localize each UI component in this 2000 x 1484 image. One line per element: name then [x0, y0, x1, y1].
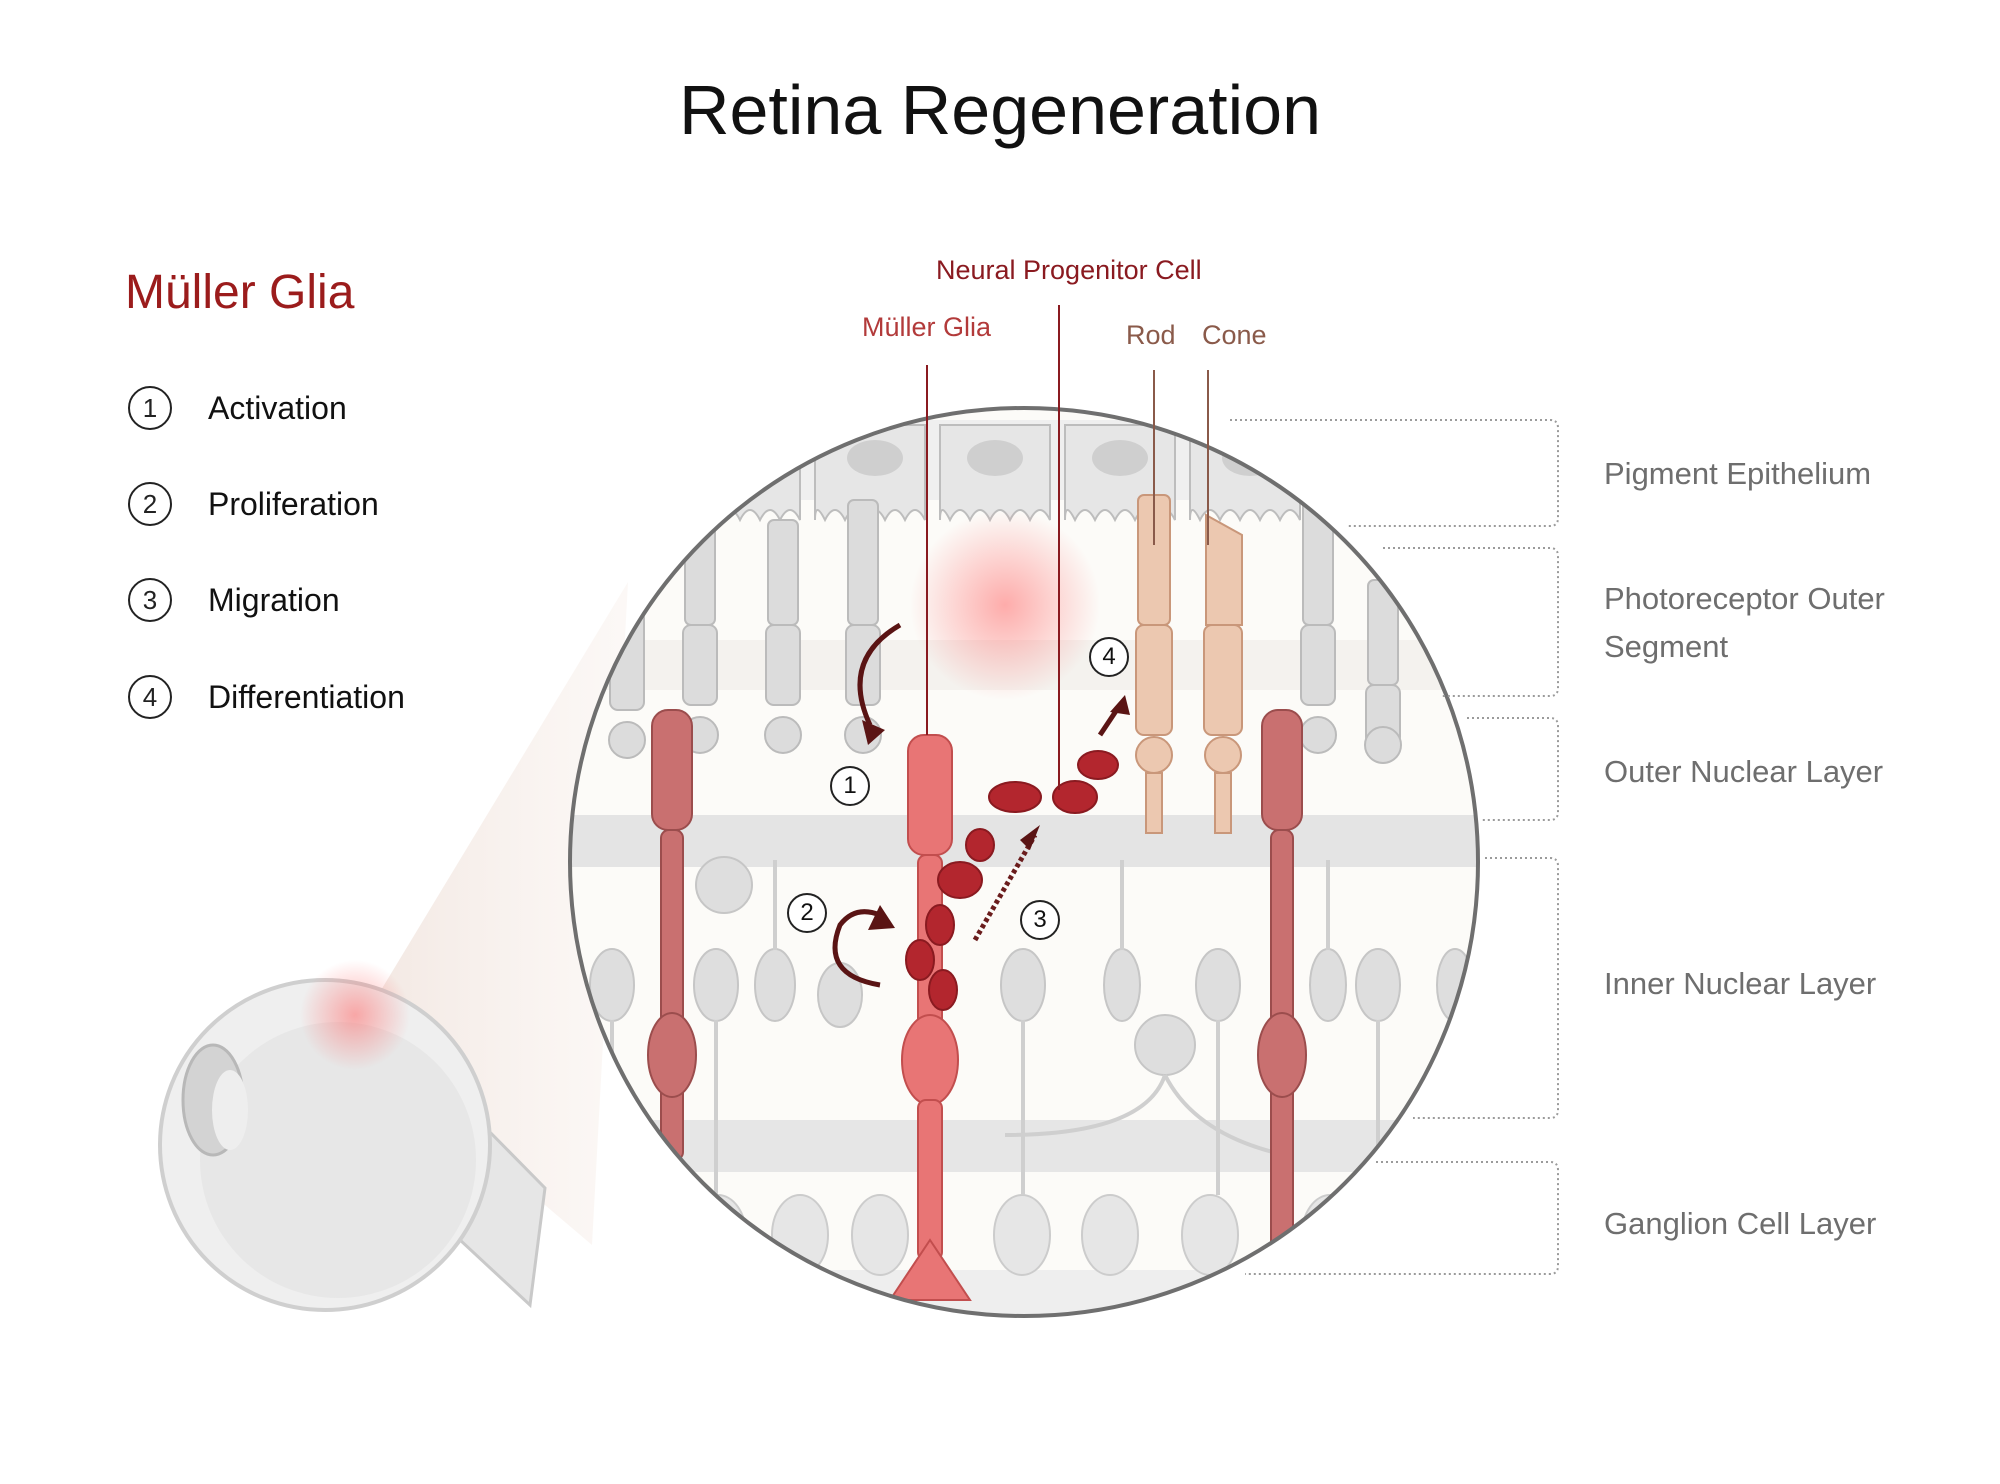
- legend-number: 4: [128, 675, 172, 719]
- legend-item-migration: 3 Migration: [128, 575, 340, 625]
- page-title: Retina Regeneration: [678, 71, 1322, 149]
- legend-number: 3: [128, 578, 172, 622]
- layer-brackets: [1230, 419, 1559, 1275]
- legend-item-differentiation: 4 Differentiation: [128, 672, 405, 722]
- step-marker-3: 3: [1020, 900, 1060, 940]
- progenitor-cells: [905, 750, 1119, 1011]
- layer-label-outer-nuclear-layer: Outer Nuclear Layer: [1604, 754, 1884, 789]
- layer-label-ganglion-cell-layer: Ganglion Cell Layer: [1604, 1206, 1877, 1241]
- legend-label: Differentiation: [208, 678, 405, 715]
- eyeball-illustration: [158, 960, 547, 1312]
- legend-label: Proliferation: [208, 485, 379, 522]
- rod-cell: [1135, 494, 1173, 834]
- callout-lines: [926, 305, 1060, 790]
- cone-cell: [1203, 513, 1243, 834]
- legend-label: Migration: [208, 581, 340, 618]
- callout-rod: Rod: [1126, 320, 1176, 350]
- legend-title: Müller Glia: [125, 266, 355, 319]
- step-marker-2: 2: [787, 893, 827, 933]
- callout-cone: Cone: [1202, 320, 1267, 350]
- legend-number: 1: [128, 386, 172, 430]
- callout-muller-glia: Müller Glia: [862, 312, 992, 342]
- callout-neural-progenitor: Neural Progenitor Cell: [936, 255, 1202, 285]
- magnified-view-border: [568, 406, 1480, 1318]
- layer-label-inner-nuclear-layer: Inner Nuclear Layer: [1604, 966, 1877, 1001]
- layer-label-pigment-epithelium: Pigment Epithelium: [1604, 456, 1872, 491]
- layer-label-photoreceptor-outer-segment: Photoreceptor Outer Segment: [1604, 581, 1885, 664]
- legend-item-proliferation: 2 Proliferation: [128, 479, 379, 529]
- legend-item-activation: 1 Activation: [128, 383, 347, 433]
- step-marker-4: 4: [1089, 637, 1129, 677]
- retina-magnified-view: [570, 408, 1478, 1316]
- legend-number: 2: [128, 482, 172, 526]
- step-marker-1: 1: [830, 766, 870, 806]
- legend-label: Activation: [208, 389, 347, 426]
